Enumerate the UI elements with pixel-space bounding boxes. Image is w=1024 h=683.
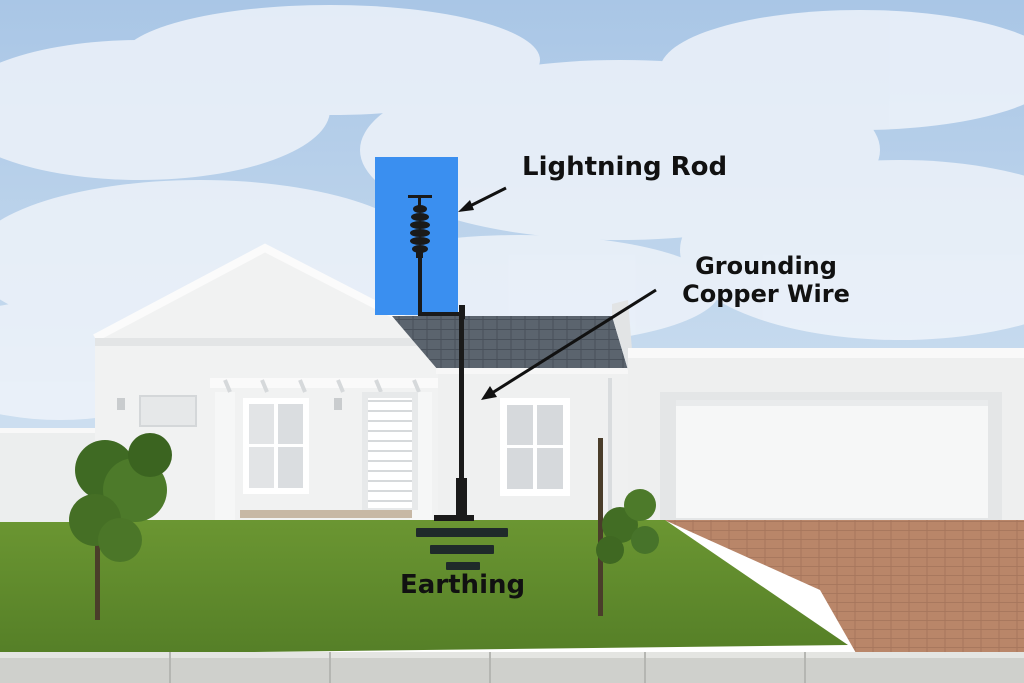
earthing-symbol bbox=[416, 528, 508, 570]
garage-door bbox=[676, 400, 988, 518]
tree-right bbox=[596, 438, 659, 616]
roof-tiles bbox=[392, 316, 628, 370]
label-grounding-line2: Copper Wire bbox=[682, 280, 850, 309]
arrow-lightning-rod bbox=[458, 186, 507, 212]
entrance-steps bbox=[240, 510, 412, 518]
lawn bbox=[0, 520, 848, 655]
middle-window bbox=[500, 398, 570, 496]
driveway bbox=[660, 518, 1024, 660]
tree-left bbox=[69, 433, 172, 620]
label-grounding-line1: Grounding bbox=[695, 252, 837, 280]
lightning-rod bbox=[408, 195, 432, 316]
drain-pipe bbox=[608, 378, 612, 518]
front-door bbox=[362, 392, 418, 510]
grounding-copper-wire bbox=[418, 305, 474, 521]
wall-lamp-left bbox=[117, 398, 125, 410]
label-lightning-rod: Lightning Rod bbox=[522, 152, 728, 182]
left-window bbox=[243, 398, 309, 494]
wall-lamp-right bbox=[334, 398, 342, 410]
arrow-grounding-wire bbox=[481, 288, 657, 400]
label-grounding-copper-wire: Grounding Copper Wire bbox=[668, 252, 864, 309]
label-earthing: Earthing bbox=[400, 570, 526, 600]
